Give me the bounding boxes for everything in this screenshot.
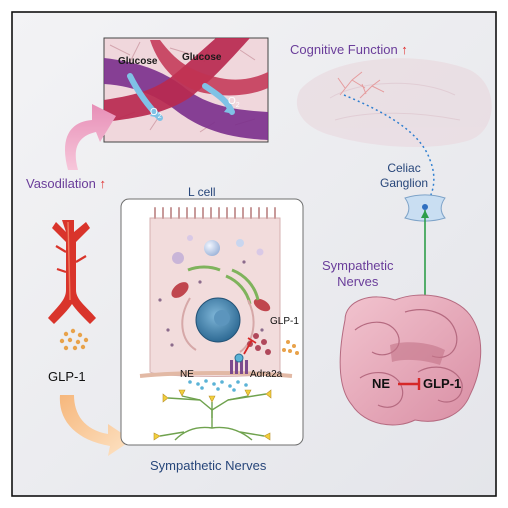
peach-curved-arrow <box>59 395 132 456</box>
glucose-right-label: Glucose <box>182 52 222 63</box>
glp1-gut-label: GLP-1 <box>423 376 462 391</box>
l-cell-label: L cell <box>188 185 216 199</box>
cognitive-function-label: Cognitive Function ↑ <box>290 42 408 57</box>
o2-right-label: O2 <box>228 96 240 109</box>
ne-cell-label: NE <box>180 369 194 380</box>
intestine-icon <box>339 294 482 426</box>
glp1-left-label: GLP-1 <box>48 369 86 384</box>
o2-left-text: O <box>150 107 158 118</box>
blood-vessel-icon <box>103 37 269 143</box>
pink-curved-arrow <box>65 104 116 170</box>
glp1-cell-label: GLP-1 <box>270 316 299 327</box>
nerve-terminal-icon <box>159 393 267 441</box>
glucose-left-label: Glucose <box>118 56 158 67</box>
vasodilation-label: Vasodilation ↑ <box>26 176 106 191</box>
adra2a-receptor-icon <box>230 353 248 374</box>
artery-icon <box>48 220 96 324</box>
up-arrow-icon: ↑ <box>401 42 408 57</box>
up-arrow-icon: ↑ <box>99 176 107 191</box>
brain-icon <box>296 58 492 147</box>
inhibition-arrow-cell <box>243 339 253 355</box>
celiac-ganglion-label: Celiac Ganglion <box>380 161 429 190</box>
glp1-dots-left <box>59 328 89 351</box>
o2-right-sub: 2 <box>235 102 240 109</box>
o2-left-label: O2 <box>150 107 162 120</box>
adra2a-label: Adra2a <box>250 369 283 380</box>
ne-gut-label: NE <box>372 376 391 391</box>
o2-right-text: O <box>228 96 236 107</box>
nerve-terminal-knobs <box>153 389 272 441</box>
ganglion-icon <box>404 194 446 222</box>
cognitive-function-text: Cognitive Function <box>290 42 398 57</box>
sympathetic-nerves-bottom-label: Sympathetic Nerves <box>150 458 267 473</box>
o2-left-sub: 2 <box>157 113 162 120</box>
vasodilation-text: Vasodilation <box>26 176 96 191</box>
sympathetic-nerves-right-label: Sympathetic Nerves <box>322 258 394 289</box>
l-cell <box>139 207 299 392</box>
neural-pathway-dotted <box>343 94 435 206</box>
